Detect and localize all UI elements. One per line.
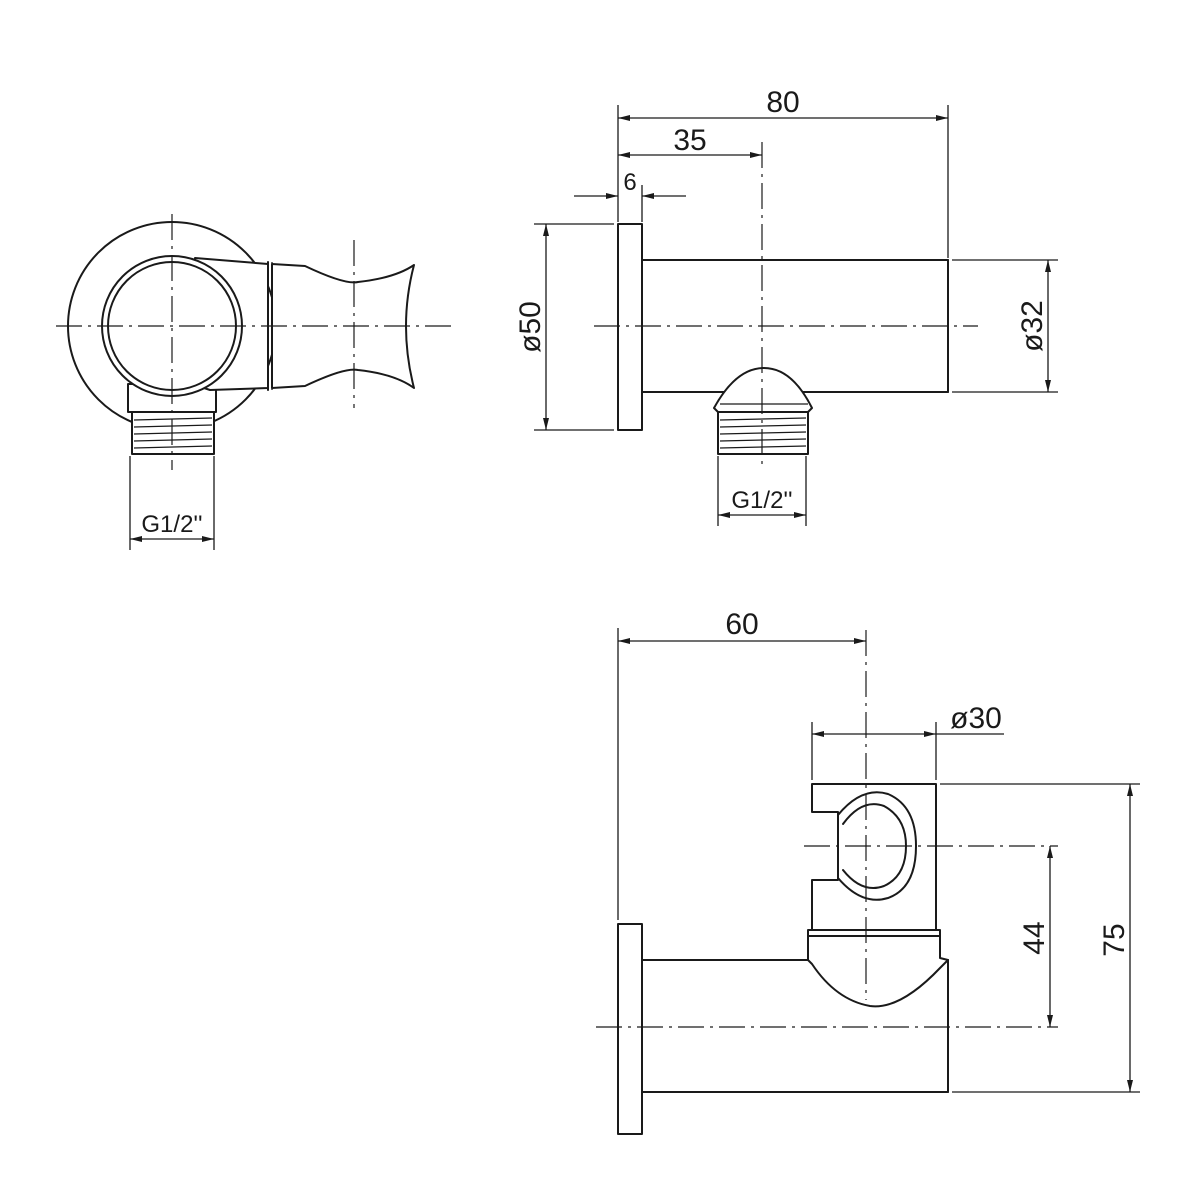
outlet-dome xyxy=(713,367,813,413)
dim-outlet-offset: 35 xyxy=(673,124,706,157)
dim-thread-side: G1/2'' xyxy=(731,487,792,514)
dim-flange-diameter: ø50 xyxy=(514,301,547,353)
dim-overall-height: 75 xyxy=(1098,923,1131,956)
side-view: 80 35 6 ø50 ø32 G1/2'' xyxy=(514,86,1058,526)
wall-flange xyxy=(617,223,643,431)
holder-neck xyxy=(807,929,949,1008)
holder-view: 60 ø30 75 44 xyxy=(596,608,1140,1135)
outlet-thread xyxy=(717,411,809,455)
dim-thread-front: G1/2'' xyxy=(141,511,202,538)
dim-flange-thickness: 6 xyxy=(623,169,636,196)
dim-holder-projection: 60 xyxy=(725,608,758,641)
dim-overall-length: 80 xyxy=(766,86,799,119)
dim-holder-center-height: 44 xyxy=(1018,921,1051,954)
dim-body-diameter: ø32 xyxy=(1016,300,1049,352)
front-view: G1/2'' xyxy=(56,214,456,550)
dim-holder-diameter: ø30 xyxy=(950,702,1002,735)
holder-wall-flange xyxy=(617,923,643,1135)
